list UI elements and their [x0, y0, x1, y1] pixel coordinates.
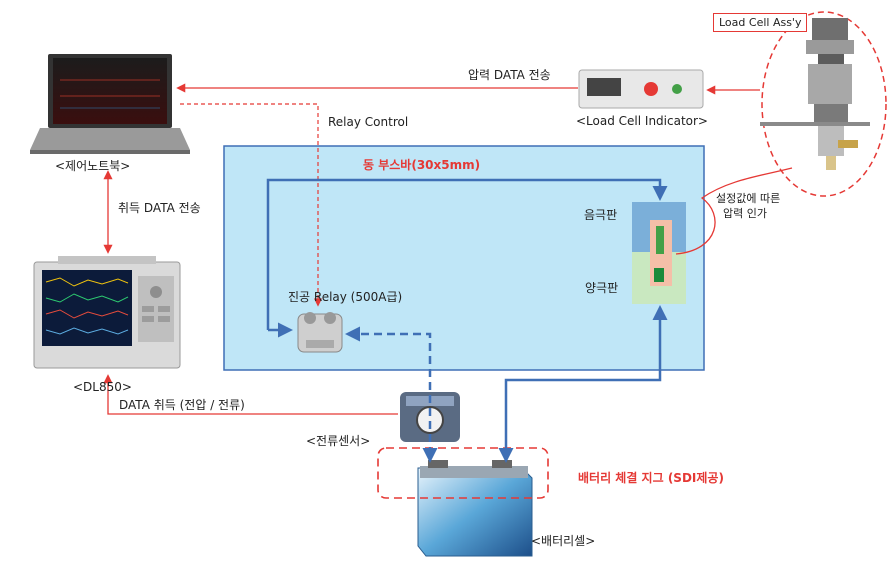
busbar-top: [266, 178, 668, 330]
arrow-relay-control: [180, 103, 323, 307]
current-sensor-label: <전류센서>: [306, 434, 371, 448]
relay-label: 진공 Relay (500A급): [288, 290, 403, 304]
jig-highlight: [377, 447, 549, 499]
load-cell-highlight: [761, 11, 887, 197]
pressure-data-tx-label: 압력 DATA 전송: [468, 68, 551, 82]
indicator-icon: [578, 69, 704, 109]
relay-control-label: Relay Control: [328, 115, 409, 129]
set-pressure-label: 설정값에 따른: [716, 192, 781, 205]
busbar-pos-return: [498, 305, 668, 463]
battery-cell-label: <배터리셀>: [531, 534, 596, 548]
data-acquisition-label: DATA 취득 (전압 / 전류): [119, 398, 245, 412]
busbar-relay-to-battery: [345, 326, 438, 463]
acquired-data-tx-label: 취득 DATA 전송: [118, 201, 201, 215]
dl850-icon: [33, 256, 181, 369]
cell-tab-pos: [654, 268, 664, 282]
jig-label: 배터리 체결 지그 (SDI제공): [578, 471, 724, 485]
laptop-icon: [30, 54, 190, 154]
load-cell-indicator-label: <Load Cell Indicator>: [576, 114, 708, 128]
load-cell-assy-label: Load Cell Ass'y: [713, 13, 808, 32]
arrow-pressure-apply: [675, 167, 793, 255]
relay-icon: [297, 312, 343, 353]
load-cell-icon: [760, 18, 870, 170]
copper-busbar-label: 동 부스바(30x5mm): [363, 158, 481, 172]
arrow-data-acquisition: [103, 374, 398, 415]
neg-plate-label: 음극판: [584, 208, 618, 222]
battery-cell-icon: [417, 460, 533, 557]
apply-pressure-label: 압력 인가: [723, 207, 767, 220]
control-laptop-label: <제어노트북>: [55, 159, 131, 173]
pos-plate-label: 양극판: [585, 281, 619, 295]
cell-tab-neg: [656, 226, 664, 254]
dl850-label: <DL850>: [73, 380, 132, 394]
